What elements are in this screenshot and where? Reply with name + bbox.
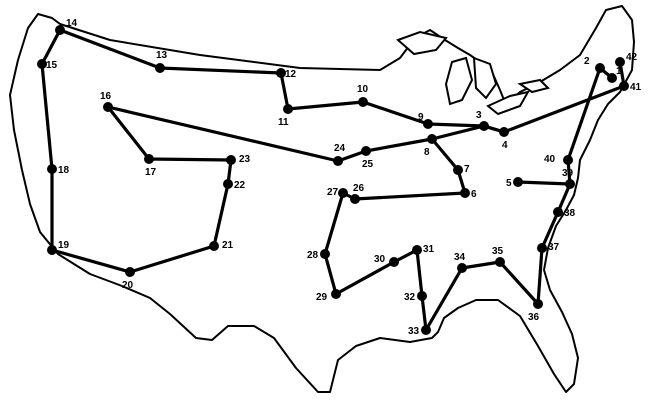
great-lake xyxy=(486,90,530,116)
city-label-17: 17 xyxy=(145,167,157,178)
city-labels: 1234567891011121314151617181920212223242… xyxy=(46,18,642,337)
city-marker-23 xyxy=(226,155,236,165)
city-markers xyxy=(37,25,629,335)
route-segment xyxy=(323,60,626,332)
route-segment xyxy=(58,28,506,134)
city-marker-31 xyxy=(412,245,422,255)
city-label-39: 39 xyxy=(562,168,574,179)
city-label-4: 4 xyxy=(502,140,508,151)
city-marker-8 xyxy=(427,134,437,144)
city-label-32: 32 xyxy=(404,292,416,303)
city-marker-19 xyxy=(47,245,57,255)
city-label-19: 19 xyxy=(58,240,70,251)
city-marker-13 xyxy=(155,63,165,73)
city-marker-4 xyxy=(499,127,509,137)
city-marker-28 xyxy=(320,249,330,259)
city-marker-26 xyxy=(350,194,360,204)
city-marker-5 xyxy=(513,177,523,187)
city-marker-40 xyxy=(563,155,573,165)
city-label-22: 22 xyxy=(234,180,246,191)
us-outline xyxy=(9,5,635,393)
city-marker-12 xyxy=(276,68,286,78)
city-marker-37 xyxy=(537,243,547,253)
city-marker-10 xyxy=(358,97,368,107)
city-label-21: 21 xyxy=(222,240,234,251)
city-marker-41 xyxy=(619,81,629,91)
city-label-13: 13 xyxy=(156,50,168,61)
city-label-18: 18 xyxy=(58,165,70,176)
city-label-2: 2 xyxy=(584,56,590,67)
city-label-8: 8 xyxy=(424,147,430,158)
city-marker-2 xyxy=(595,63,605,73)
city-marker-9 xyxy=(423,119,433,129)
city-label-9: 9 xyxy=(418,112,424,123)
great-lake xyxy=(396,30,448,56)
city-marker-14 xyxy=(55,25,65,35)
city-marker-25 xyxy=(361,146,371,156)
great-lake xyxy=(444,56,474,106)
city-label-7: 7 xyxy=(464,164,470,175)
city-marker-34 xyxy=(457,263,467,273)
city-label-20: 20 xyxy=(122,280,134,291)
city-marker-16 xyxy=(103,102,113,112)
city-marker-39 xyxy=(565,179,575,189)
city-label-36: 36 xyxy=(528,312,540,323)
city-marker-24 xyxy=(333,156,343,166)
city-label-24: 24 xyxy=(334,143,346,154)
city-marker-42 xyxy=(615,57,625,67)
city-label-37: 37 xyxy=(548,242,560,253)
city-marker-20 xyxy=(125,267,135,277)
city-marker-30 xyxy=(389,257,399,267)
city-label-33: 33 xyxy=(408,326,420,337)
city-label-16: 16 xyxy=(100,91,112,102)
city-marker-33 xyxy=(421,325,431,335)
city-label-25: 25 xyxy=(362,159,374,170)
city-label-6: 6 xyxy=(471,189,477,200)
city-label-23: 23 xyxy=(239,154,251,165)
city-marker-3 xyxy=(479,121,489,131)
city-marker-17 xyxy=(144,154,154,164)
city-marker-27 xyxy=(338,188,348,198)
city-marker-21 xyxy=(209,241,219,251)
city-marker-22 xyxy=(223,179,233,189)
city-marker-18 xyxy=(47,164,57,174)
city-label-14: 14 xyxy=(66,18,78,29)
great-lake xyxy=(517,78,550,94)
city-label-15: 15 xyxy=(46,60,58,71)
city-label-31: 31 xyxy=(423,244,435,255)
city-label-34: 34 xyxy=(454,252,466,263)
city-label-40: 40 xyxy=(544,154,556,165)
city-marker-15 xyxy=(37,59,47,69)
city-label-5: 5 xyxy=(506,178,512,189)
city-label-10: 10 xyxy=(357,84,369,95)
city-label-38: 38 xyxy=(564,208,576,219)
city-marker-29 xyxy=(331,289,341,299)
city-marker-35 xyxy=(495,257,505,267)
city-label-1: 1 xyxy=(616,66,622,77)
city-label-3: 3 xyxy=(476,110,482,121)
city-label-41: 41 xyxy=(630,82,642,93)
city-label-35: 35 xyxy=(492,246,504,257)
city-marker-7 xyxy=(453,165,463,175)
great-lake xyxy=(472,56,498,100)
city-label-11: 11 xyxy=(278,117,289,128)
city-marker-36 xyxy=(533,299,543,309)
city-label-27: 27 xyxy=(327,187,339,198)
city-label-12: 12 xyxy=(285,69,297,80)
city-label-30: 30 xyxy=(374,254,386,265)
city-label-42: 42 xyxy=(626,52,638,63)
city-marker-38 xyxy=(553,207,563,217)
city-label-28: 28 xyxy=(307,250,319,261)
city-label-26: 26 xyxy=(353,183,365,194)
city-marker-6 xyxy=(460,188,470,198)
city-marker-1 xyxy=(607,73,617,83)
city-marker-32 xyxy=(417,291,427,301)
city-marker-11 xyxy=(283,104,293,114)
city-label-29: 29 xyxy=(316,292,328,303)
